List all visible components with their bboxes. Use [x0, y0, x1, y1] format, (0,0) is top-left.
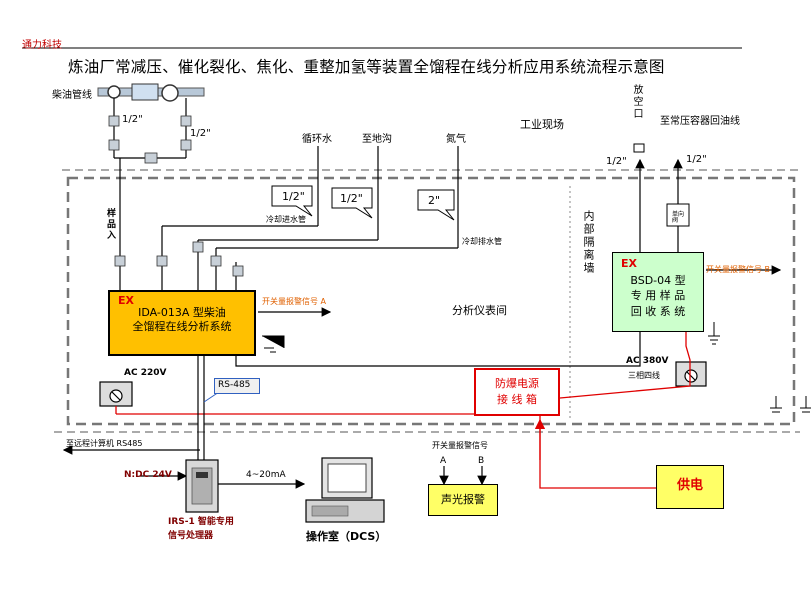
sample-in-label: 样品入: [105, 208, 115, 241]
power-box-label: 供电: [676, 478, 703, 493]
ground-symbols: [262, 322, 811, 413]
bsd-line-2: 专 用 样 品: [630, 289, 686, 303]
bsd-ex-mark: EX: [621, 257, 637, 270]
alarm-a-label: 开关量报警信号 A: [262, 297, 327, 306]
cool-in-label: 冷却进水管: [266, 215, 306, 224]
bsd-title: BSD-04 型 专 用 样 品 回 收 系 统: [613, 273, 703, 319]
vent-label: 放空口: [631, 84, 642, 120]
pipe-size-c: 1/2": [606, 156, 627, 167]
to-drain-label: 至地沟: [362, 134, 392, 145]
ac220-label: AC 220V: [124, 368, 167, 378]
pipe-size-d: 1/2": [686, 154, 707, 165]
dc24-label: N:DC 24V: [124, 470, 172, 480]
power-supply-box: 供电: [656, 465, 724, 509]
loop-valves: [108, 115, 192, 267]
current-loop-label: 4~20mA: [246, 470, 286, 480]
cool-out-label: 冷却排水管: [462, 237, 502, 246]
utility-lines: [161, 146, 459, 290]
alarm-box-label: 声光报警: [441, 493, 485, 506]
inner-wall-label: 内部隔离墙: [582, 210, 595, 275]
ida-title: IDA-013A 型柴油 全馏程在线分析系统: [110, 306, 254, 334]
jbox-line-2: 接 线 箱: [497, 392, 537, 406]
sig-b-label: B: [478, 456, 485, 466]
ida-line-1: IDA-013A 型柴油: [138, 306, 226, 319]
nitrogen-label: 氮气: [446, 134, 466, 145]
brand-logo: 通力科技: [22, 40, 62, 51]
field-label: 工业现场: [520, 118, 564, 131]
three-phase-label: 三相四线: [628, 371, 660, 380]
remote-pc-label: 至远程计算机 RS485: [66, 439, 143, 448]
shelter-outline: [66, 176, 796, 426]
page-title: 炼油厂常减压、催化裂化、焦化、重整加氢等装置全馏程在线分析应用系统流程示意图: [68, 58, 665, 76]
alarm-signal-label: 开关量报警信号: [432, 441, 488, 450]
pipe-size-a: 1/2": [122, 114, 143, 125]
check-valve: [666, 203, 690, 227]
ac380-switch: [675, 361, 707, 387]
ida-line-2: 全馏程在线分析系统: [132, 319, 232, 333]
ac380-label: AC 380V: [626, 356, 669, 366]
callout-cool-in: 1/2": [282, 190, 305, 203]
inlet-valves: [156, 241, 244, 277]
diesel-line-label: 柴油管线: [52, 90, 92, 101]
callout-drain: 1/2": [340, 192, 363, 205]
pipe-size-callouts: [271, 185, 455, 221]
vent-cap: [633, 143, 645, 153]
junction-box: 防爆电源 接 线 箱: [474, 368, 560, 416]
to-tank-label: 至常压容器回油线: [660, 116, 740, 127]
irs-processor: [185, 459, 219, 513]
jbox-title: 防爆电源 接 线 箱: [476, 376, 558, 408]
analyzer-room-label: 分析仪表间: [452, 304, 507, 317]
circ-water-label: 循环水: [302, 134, 332, 145]
ida-ex-mark: EX: [118, 294, 134, 307]
ida-analyzer-box: EX IDA-013A 型柴油 全馏程在线分析系统: [108, 290, 256, 356]
irs-label-2: 信号处理器: [168, 531, 214, 541]
dcs-computer: [305, 457, 385, 523]
control-room-label: 操作室（DCS）: [306, 530, 387, 543]
check-valve-tag: 单向阀: [672, 211, 685, 224]
bsd-recovery-box: EX BSD-04 型 专 用 样 品 回 收 系 统: [612, 252, 704, 332]
sound-light-alarm-box: 声光报警: [428, 484, 498, 516]
sig-a-label: A: [440, 456, 447, 466]
return-line: [235, 332, 641, 367]
rs485-tag: [214, 378, 260, 394]
callout-nitrogen: 2": [428, 194, 441, 207]
jbox-line-1: 防爆电源: [495, 377, 539, 390]
bsd-line-3: 回 收 系 统: [630, 304, 686, 318]
irs-label-1: IRS-1 智能专用: [168, 517, 234, 527]
alarm-b-label: 开关量报警信号 B: [706, 265, 771, 274]
pipe-size-b: 1/2": [190, 128, 211, 139]
ac220-switch: [99, 381, 133, 407]
bsd-line-1: BSD-04 型: [630, 274, 686, 287]
rs485-label: RS-485: [218, 380, 251, 390]
